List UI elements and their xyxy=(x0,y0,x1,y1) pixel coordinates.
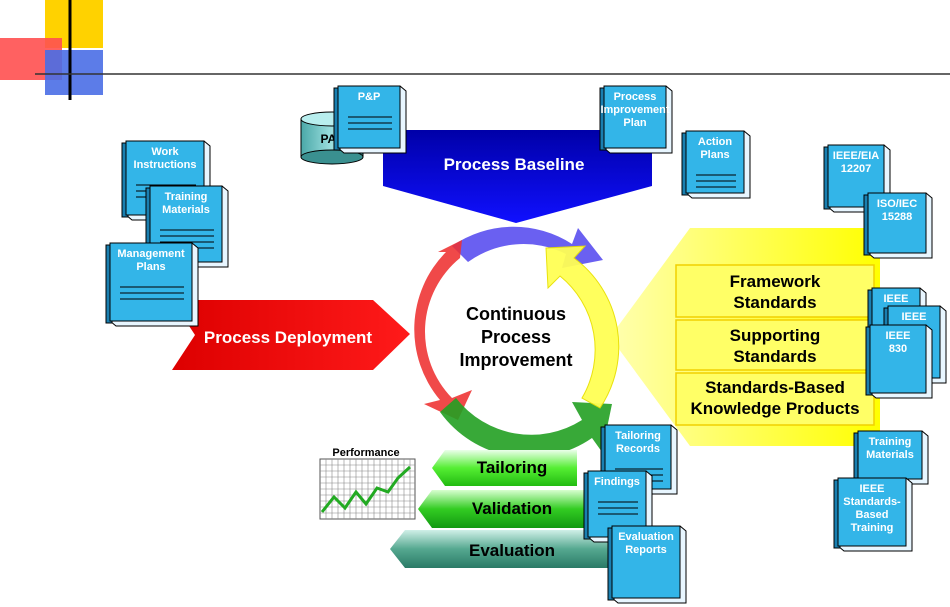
ieee-standards-training-doc-label-1: IEEE xyxy=(859,483,884,495)
evaluation-reports-doc-label-2: Reports xyxy=(625,544,667,556)
framework-label-1: Framework xyxy=(730,272,821,291)
process-deployment-arrow: Process Deployment xyxy=(172,300,410,370)
action-plans-doc-label-1: Action xyxy=(698,136,733,148)
training-materials-right-doc-label-2: Materials xyxy=(866,449,914,461)
evaluation-label: Evaluation xyxy=(469,541,555,560)
framework-label-2: Standards xyxy=(733,293,816,312)
action-plans-doc-label-2: Plans xyxy=(700,149,729,161)
findings-doc: Findings xyxy=(583,470,653,543)
knowledge-label-1: Standards-Based xyxy=(705,378,845,397)
ieee-eia-12207-doc-label-2: 12207 xyxy=(841,163,872,175)
management-plans-doc-label-2: Plans xyxy=(136,261,165,273)
improvement-cycle: Continuous Process Improvement xyxy=(414,226,620,458)
work-instructions-doc-label-1: Work xyxy=(151,146,179,158)
corner-decoration xyxy=(0,0,950,100)
supporting-standards-box xyxy=(675,319,875,371)
ieee-standards-training-doc-label-4: Training xyxy=(851,522,894,534)
process-improvement-plan-doc-label-3: Plan xyxy=(623,117,647,129)
pp-doc: P&P xyxy=(333,85,407,154)
evaluation-step xyxy=(390,530,618,568)
cycle-arrow-red xyxy=(414,240,472,420)
ieee-eia-12207-doc-label-1: IEEE/EIA xyxy=(833,150,880,162)
ieee-830-doc-label-1: IEEE xyxy=(885,330,910,342)
findings-doc-label-1: Findings xyxy=(594,476,640,488)
center-line-1: Continuous xyxy=(466,304,566,324)
tailoring-label: Tailoring xyxy=(477,458,548,477)
tailoring-records-doc-label-2: Records xyxy=(616,443,660,455)
performance-chart: Performance xyxy=(319,447,416,520)
ieee-standards-training-doc-label-3: Based xyxy=(855,509,888,521)
management-plans-doc-label-1: Management xyxy=(117,248,185,260)
steps-stack: Tailoring Validation Evaluation xyxy=(390,450,618,568)
process-improvement-plan-doc-label-2: Improvement xyxy=(600,104,669,116)
cycle-arrow-green xyxy=(440,398,612,458)
pp-doc-label-1: P&P xyxy=(358,91,381,103)
process-baseline-arrow: Process Baseline xyxy=(383,130,652,223)
supporting-label-2: Standards xyxy=(733,347,816,366)
ieee-830-doc-label-2: 830 xyxy=(889,343,907,355)
performance-line xyxy=(320,465,412,513)
tailoring-step xyxy=(432,450,577,486)
ieee-standards-training-doc-label-2: Standards- xyxy=(843,496,901,508)
training-materials-doc-label-1: Training xyxy=(165,191,208,203)
center-line-3: Improvement xyxy=(459,350,572,370)
training-materials-doc-label-2: Materials xyxy=(162,204,210,216)
process-improvement-plan-doc-label-1: Process xyxy=(614,91,657,103)
process-baseline-label: Process Baseline xyxy=(444,155,585,174)
knowledge-products-box xyxy=(675,372,875,426)
cycle-arrow-yellow xyxy=(545,245,620,409)
evaluation-reports-doc-label-1: Evaluation xyxy=(618,531,674,543)
standards-arrow: Framework Standards Supporting Standards… xyxy=(610,228,880,446)
training-materials-right-doc-label-1: Training xyxy=(869,436,912,448)
process-deployment-label: Process Deployment xyxy=(204,328,373,347)
ieee-doc-b-label-1: IEEE xyxy=(901,311,926,323)
supporting-label-1: Supporting xyxy=(730,326,821,345)
work-instructions-doc-label-2: Instructions xyxy=(134,159,197,171)
iso-iec-15288-doc-label-1: ISO/IEC xyxy=(877,198,917,210)
validation-step xyxy=(418,490,590,528)
iso-iec-15288-doc-label-2: 15288 xyxy=(882,211,913,223)
tailoring-records-doc-label-1: Tailoring xyxy=(615,430,661,442)
performance-label: Performance xyxy=(332,447,399,459)
knowledge-label-2: Knowledge Products xyxy=(690,399,859,418)
validation-label: Validation xyxy=(472,499,552,518)
ieee-doc-a-label-1: IEEE xyxy=(883,293,908,305)
center-line-2: Process xyxy=(481,327,551,347)
